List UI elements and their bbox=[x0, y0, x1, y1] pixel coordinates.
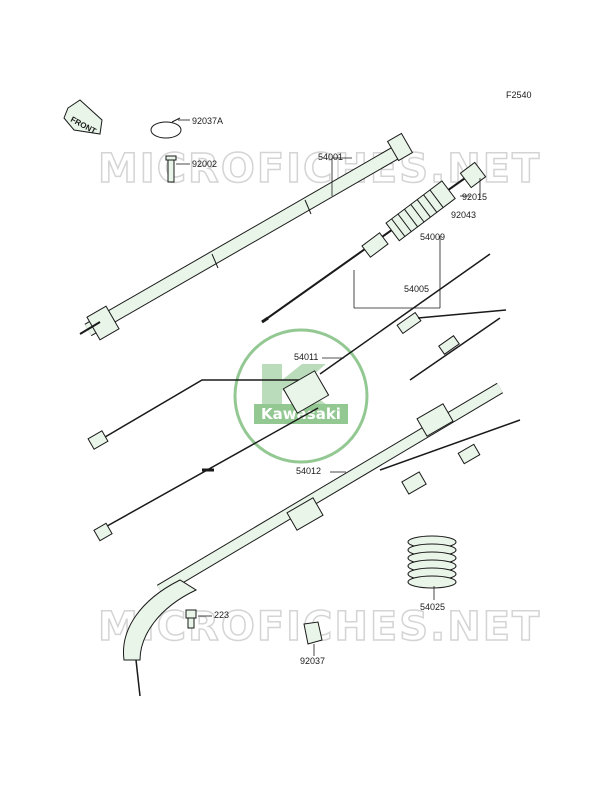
spring-54025 bbox=[407, 535, 457, 589]
label-54009: 54009 bbox=[420, 232, 445, 242]
label-92037: 92037 bbox=[300, 656, 325, 666]
label-92043: 92043 bbox=[451, 210, 476, 220]
label-54005: 54005 bbox=[404, 284, 429, 294]
label-92037A: 92037A bbox=[192, 116, 223, 126]
label-54011: 54011 bbox=[294, 352, 318, 362]
clip-92037 bbox=[303, 621, 323, 645]
label-92002: 92002 bbox=[192, 159, 217, 169]
bolt-92002 bbox=[165, 155, 177, 183]
label-54025: 54025 bbox=[420, 602, 445, 612]
throttle-cable-54012 bbox=[123, 382, 521, 697]
bracket-54005 bbox=[353, 250, 441, 309]
choke-cable-54011 bbox=[87, 253, 507, 542]
svg-text:Kawasaki: Kawasaki bbox=[261, 405, 341, 423]
label-54012: 54012 bbox=[296, 466, 321, 476]
label-92015: 92015 bbox=[462, 192, 487, 202]
circlip-92037A bbox=[150, 117, 182, 139]
screw-223 bbox=[185, 609, 197, 629]
front-arrow-icon: FRONT bbox=[63, 99, 103, 136]
tachometer-cable-54009 bbox=[261, 161, 487, 324]
label-54001: 54001 bbox=[318, 152, 343, 162]
label-223: 223 bbox=[214, 610, 229, 620]
speedometer-cable-54001 bbox=[79, 132, 414, 341]
drawing-id: F2540 bbox=[506, 90, 532, 100]
